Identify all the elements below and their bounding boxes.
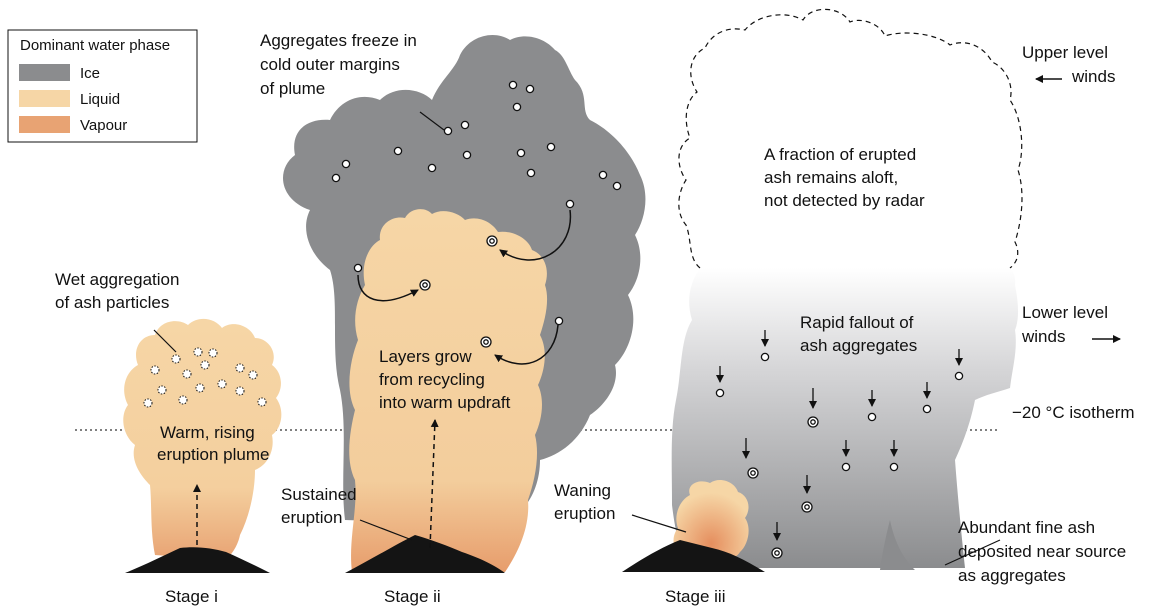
- legend-swatch-ice: [19, 64, 70, 81]
- waning-label-1: Waning: [554, 481, 611, 500]
- wet-aggregation-label-1: Wet aggregation: [55, 270, 179, 289]
- isotherm-label: −20 °C isotherm: [1012, 403, 1135, 422]
- sustained-label-2: eruption: [281, 508, 342, 527]
- fallout-label-2: ash aggregates: [800, 336, 917, 355]
- layers-label-3: into warm updraft: [379, 393, 511, 412]
- layers-label-1: Layers grow: [379, 347, 472, 366]
- legend-label-ice: Ice: [80, 65, 100, 82]
- fallout-label-1: Rapid fallout of: [800, 313, 914, 332]
- stage2-liquid-plume: [349, 209, 547, 572]
- abundant-label-2: deposited near source: [958, 542, 1126, 561]
- stage-iii-label: Stage iii: [665, 587, 725, 606]
- upper-winds-label-2: winds: [1071, 67, 1115, 86]
- fraction-label-3: not detected by radar: [764, 191, 925, 210]
- layers-label-2: from recycling: [379, 370, 485, 389]
- abundant-label-1: Abundant fine ash: [958, 518, 1095, 537]
- lower-winds-label-1: Lower level: [1022, 303, 1108, 322]
- stage1-volcano: [125, 547, 270, 573]
- freeze-label-1: Aggregates freeze in: [260, 31, 417, 50]
- abundant-label-3: as aggregates: [958, 566, 1066, 585]
- freeze-label-2: cold outer margins: [260, 55, 400, 74]
- fraction-label-2: ash remains aloft,: [764, 168, 898, 187]
- legend-label-liquid: Liquid: [80, 91, 120, 108]
- waning-label-2: eruption: [554, 504, 615, 523]
- upper-winds-label-1: Upper level: [1022, 43, 1108, 62]
- warm-plume-label-1: Warm, rising: [160, 423, 255, 442]
- legend-label-vapour: Vapour: [80, 117, 127, 134]
- legend-title: Dominant water phase: [20, 37, 170, 54]
- wet-aggregation-label-2: of ash particles: [55, 293, 169, 312]
- stage-i-label: Stage i: [165, 587, 218, 606]
- aloft-ash-outline: [679, 9, 1022, 268]
- lower-winds-label-2: winds: [1021, 327, 1065, 346]
- freeze-label-3: of plume: [260, 79, 325, 98]
- legend: Dominant water phase Ice Liquid Vapour: [8, 30, 197, 142]
- legend-swatch-liquid: [19, 90, 70, 107]
- stage-ii-label: Stage ii: [384, 587, 441, 606]
- sustained-label-1: Sustained: [281, 485, 357, 504]
- warm-plume-label-2: eruption plume: [157, 445, 269, 464]
- legend-swatch-vapour: [19, 116, 70, 133]
- fraction-label-1: A fraction of erupted: [764, 145, 916, 164]
